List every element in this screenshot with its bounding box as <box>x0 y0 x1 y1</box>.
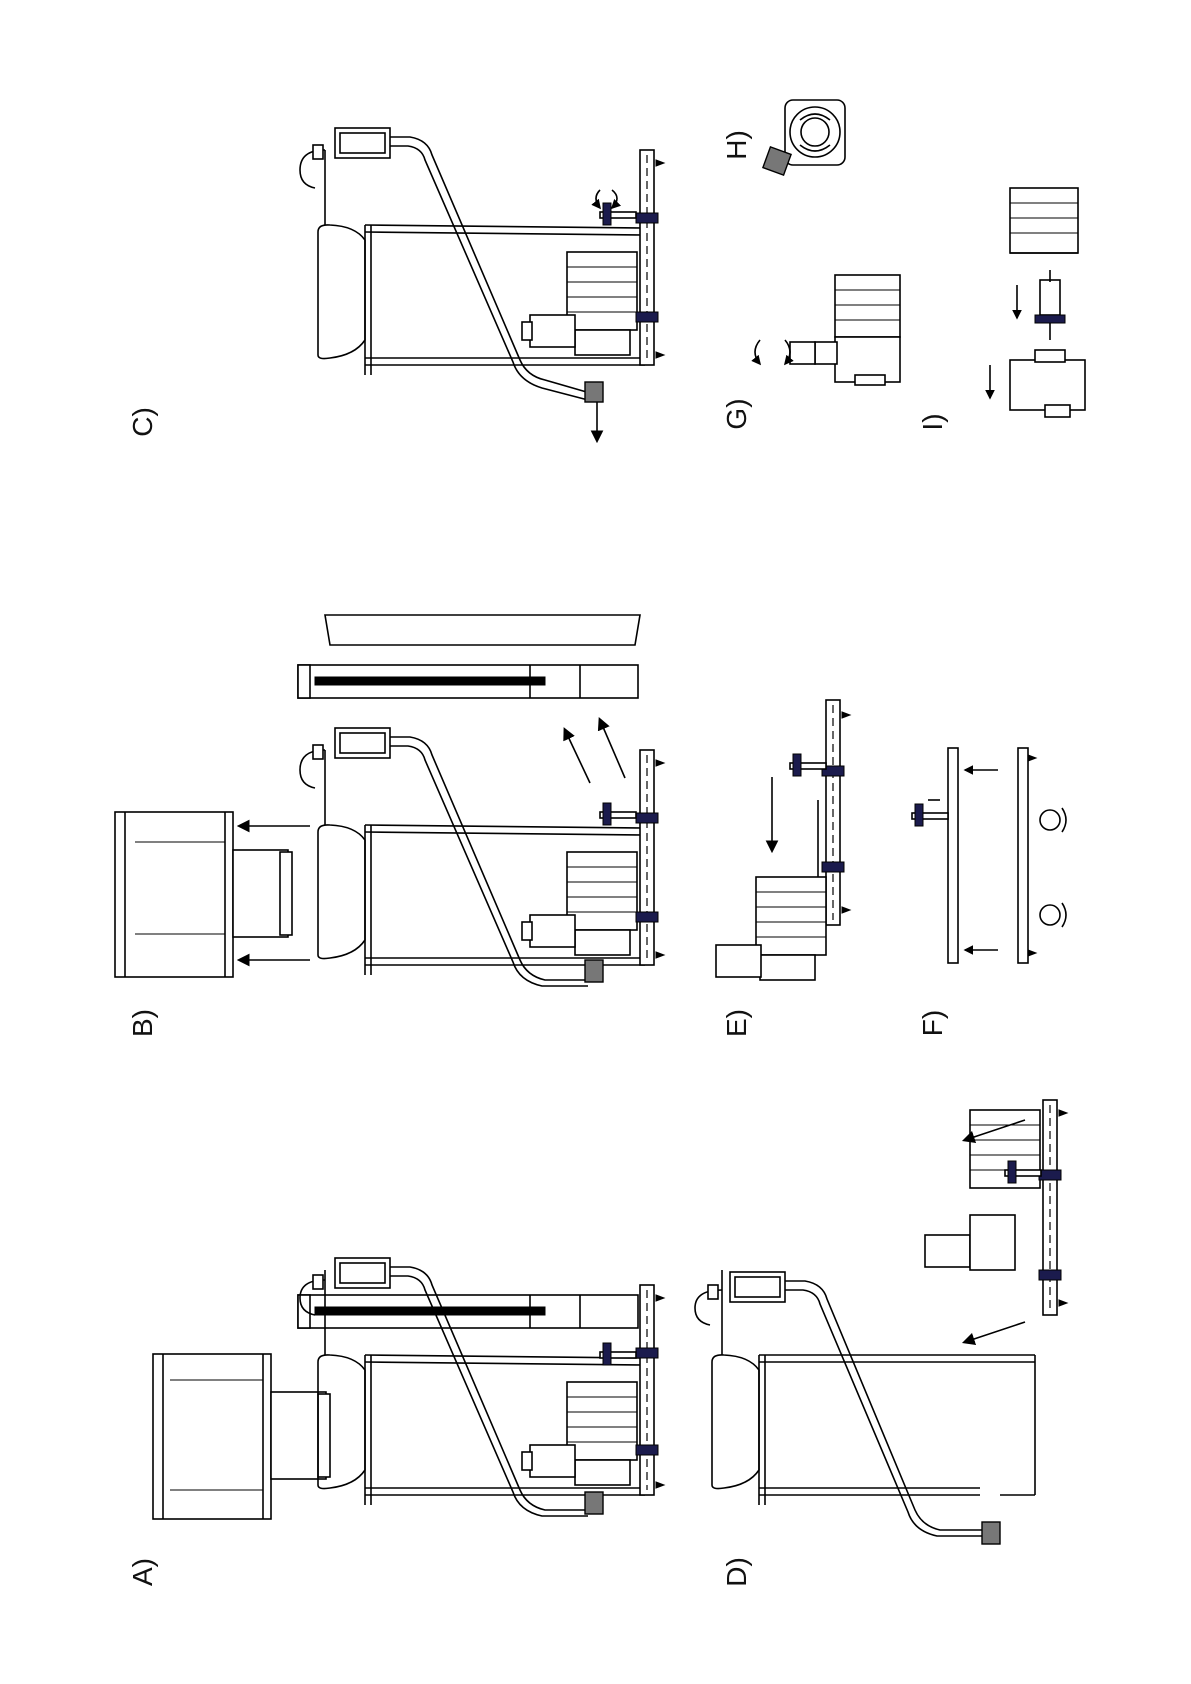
panel-a-drawing <box>153 1258 664 1519</box>
panel-b-drawing <box>115 615 664 986</box>
panel-h-drawing <box>763 100 845 175</box>
panel-g-drawing <box>755 275 900 385</box>
panel-c-drawing <box>300 128 664 440</box>
panel-d-drawing <box>695 1100 1067 1544</box>
panel-i-drawing <box>990 188 1085 417</box>
panel-e-drawing <box>716 700 850 980</box>
panel-f-drawing <box>912 748 1066 963</box>
